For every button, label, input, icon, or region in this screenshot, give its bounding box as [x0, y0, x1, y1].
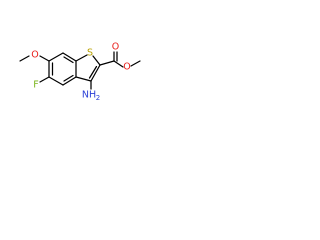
- bond-o-methyl: [19, 55, 30, 62]
- bond-c7-c7a: [62, 52, 77, 62]
- bond-c3a-c4-inner: [63, 74, 74, 82]
- methoxy-oxygen-label: O: [31, 50, 38, 61]
- alkoxy-oxygen-label: O: [123, 62, 130, 73]
- amino-group-label: NH 2: [82, 90, 100, 103]
- substituents: [19, 51, 141, 90]
- bond-c6-o-methoxy: [39, 55, 50, 62]
- bond-c7a-s1: [75, 54, 88, 62]
- bond-c4-c5: [48, 76, 64, 86]
- amino-subscript-label: 2: [96, 94, 100, 102]
- bond-s1-c2: [92, 55, 101, 66]
- thiophene-ring: [75, 54, 101, 82]
- bond-c2-c3-inner: [88, 65, 98, 79]
- carbonyl-oxygen-label: O: [112, 42, 119, 53]
- molecule-drawing: S O F O O NH 2: [19, 42, 141, 103]
- bond-c2-c3: [90, 64, 101, 82]
- chemical-structure: S O F O O NH 2: [0, 0, 152, 152]
- bond-c2-ester-c: [99, 60, 115, 66]
- bond-c6-c7: [48, 52, 64, 62]
- fluorine-label: F: [33, 80, 38, 91]
- sulfur-label: S: [87, 48, 93, 59]
- bond-c3-c3a: [75, 76, 92, 82]
- amino-nh-label: NH: [82, 90, 96, 101]
- bond-c7-c7a-inner: [63, 56, 74, 64]
- bond-c3a-c4: [62, 76, 77, 86]
- bond-c5-f: [39, 76, 50, 83]
- benzene-ring: [48, 52, 77, 86]
- bond-ester-o-methyl: [130, 60, 141, 67]
- bond-ester-c-o-single: [113, 60, 124, 68]
